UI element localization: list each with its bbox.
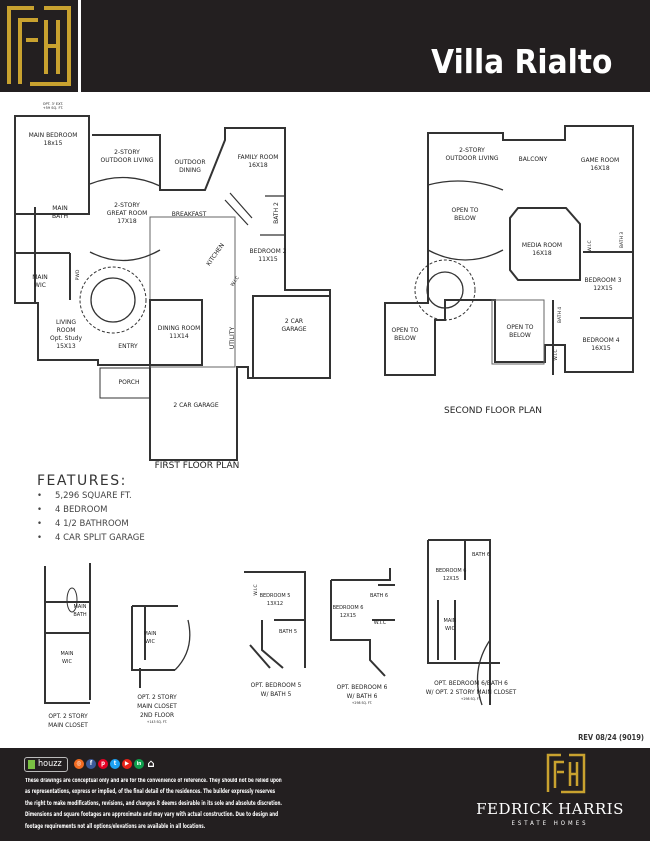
- room-label: MAIN BATH: [73, 604, 87, 618]
- room-label: MAIN WIC: [32, 274, 48, 289]
- room-label: 2-STORY GREAT ROOM 17X18: [106, 202, 148, 225]
- room-label: BATH 5: [278, 629, 298, 635]
- room-label: BEDROOM 6 12X15: [332, 605, 364, 619]
- twitter-icon[interactable]: t: [110, 759, 120, 769]
- brand-name: FEDRICK HARRIS: [476, 800, 624, 818]
- revision-label: REV 08/24 (9019): [578, 733, 644, 742]
- youtube-icon[interactable]: ▶: [122, 759, 132, 769]
- equal-housing-icon: ⌂: [147, 757, 155, 770]
- room-label: BATH 4: [558, 306, 563, 324]
- room-label: MEDIA ROOM 16X18: [521, 242, 563, 257]
- room-label: BATH 6: [369, 593, 389, 599]
- room-label: W.I.C: [588, 240, 593, 252]
- room-label: FAMILY ROOM 16X18: [237, 154, 279, 169]
- logo: [0, 0, 78, 92]
- disclaimer: These drawings are conceptual only and a…: [25, 778, 282, 830]
- header: Villa Rialto: [0, 0, 650, 92]
- room-label: GAME ROOM 16X18: [580, 157, 620, 172]
- page-title: Villa Rialto: [430, 42, 612, 81]
- option-caption: OPT. BEDROOM 6/BATH 6 W/ OPT. 2 STORY MA…: [425, 679, 517, 701]
- room-label: BEDROOM 4 16X15: [582, 337, 620, 352]
- room-label: 2 CAR GARAGE: [173, 402, 219, 409]
- houzz-icon: [28, 760, 35, 769]
- room-label: OPT. 3' EXT. +59 SQ. FT.: [42, 102, 64, 110]
- room-label: MAIN WIC: [443, 618, 457, 632]
- feature-item: •4 BEDROOM: [37, 505, 108, 515]
- room-label: BREAKFAST: [171, 211, 207, 218]
- option-caption: OPT. BEDROOM 5 W/ BATH 5: [250, 681, 302, 698]
- footer: [0, 748, 650, 841]
- option-caption: OPT. 2 STORY MAIN CLOSET 2ND FLOOR+143 S…: [137, 693, 177, 724]
- second-floor-caption: SECOND FLOOR PLAN: [444, 406, 542, 416]
- room-label: BEDROOM 6 12X15: [435, 568, 467, 582]
- room-label: MAIN WIC: [143, 631, 157, 645]
- room-label: MAIN BATH: [52, 205, 68, 220]
- room-label: OPEN TO BELOW: [391, 327, 419, 342]
- room-label: OPEN TO BELOW: [506, 324, 534, 339]
- room-label: W.I.C: [554, 349, 559, 361]
- room-label: MAIN BEDROOM 18x15: [28, 132, 78, 147]
- room-label: UTILITY: [229, 326, 236, 350]
- room-label: W.I.C: [254, 584, 259, 596]
- room-label: 2-STORY OUTDOOR LIVING: [445, 147, 499, 162]
- feature-item: •4 CAR SPLIT GARAGE: [37, 533, 145, 543]
- pinterest-icon[interactable]: p: [98, 759, 108, 769]
- room-label: BEDROOM 3 12X15: [584, 277, 622, 292]
- room-label: PWD: [76, 269, 81, 281]
- room-label: MAIN WIC: [60, 651, 74, 665]
- room-label: ENTRY: [118, 343, 138, 350]
- feature-item: •5,296 SQUARE FT.: [37, 491, 132, 501]
- room-label: BATH 2: [273, 202, 280, 224]
- room-label: DINING ROOM 11X14: [157, 325, 201, 340]
- brand-subtitle: ESTATE HOMES: [511, 820, 589, 827]
- room-label: LIVING ROOM Opt. Study 15X13: [49, 319, 83, 350]
- facebook-icon[interactable]: f: [86, 759, 96, 769]
- houzz-link[interactable]: houzz: [24, 757, 68, 772]
- room-label: W.I.C: [373, 620, 387, 626]
- room-label: BEDROOM 2 11X15: [249, 248, 287, 263]
- linkedin-icon[interactable]: in: [134, 759, 144, 769]
- features-list: FEATURES: •5,296 SQUARE FT. •4 BEDROOM •…: [37, 473, 145, 545]
- room-label: 2 CAR GARAGE: [281, 318, 307, 333]
- option-caption: OPT. BEDROOM 6 W/ BATH 6+298 SQ. FT.: [336, 683, 388, 705]
- feature-item: •4 1/2 BATHROOM: [37, 519, 129, 529]
- first-floor-caption: FIRST FLOOR PLAN: [154, 461, 240, 471]
- fh-logo-icon: [7, 6, 71, 86]
- instagram-icon[interactable]: ◎: [74, 759, 84, 769]
- room-label: PORCH: [118, 379, 140, 386]
- room-label: OPEN TO BELOW: [451, 207, 479, 222]
- room-label: BEDROOM 5 13X12: [259, 593, 291, 607]
- option-caption: OPT. 2 STORY MAIN CLOSET: [48, 712, 88, 729]
- room-label: BATH 6: [471, 552, 491, 558]
- room-label: BATH 3: [620, 231, 625, 249]
- features-heading: FEATURES:: [37, 473, 127, 489]
- room-label: BALCONY: [518, 156, 548, 163]
- room-label: OUTDOOR DINING: [174, 159, 206, 174]
- room-label: 2-STORY OUTDOOR LIVING: [100, 149, 154, 164]
- fh-footer-logo-icon: [546, 753, 586, 794]
